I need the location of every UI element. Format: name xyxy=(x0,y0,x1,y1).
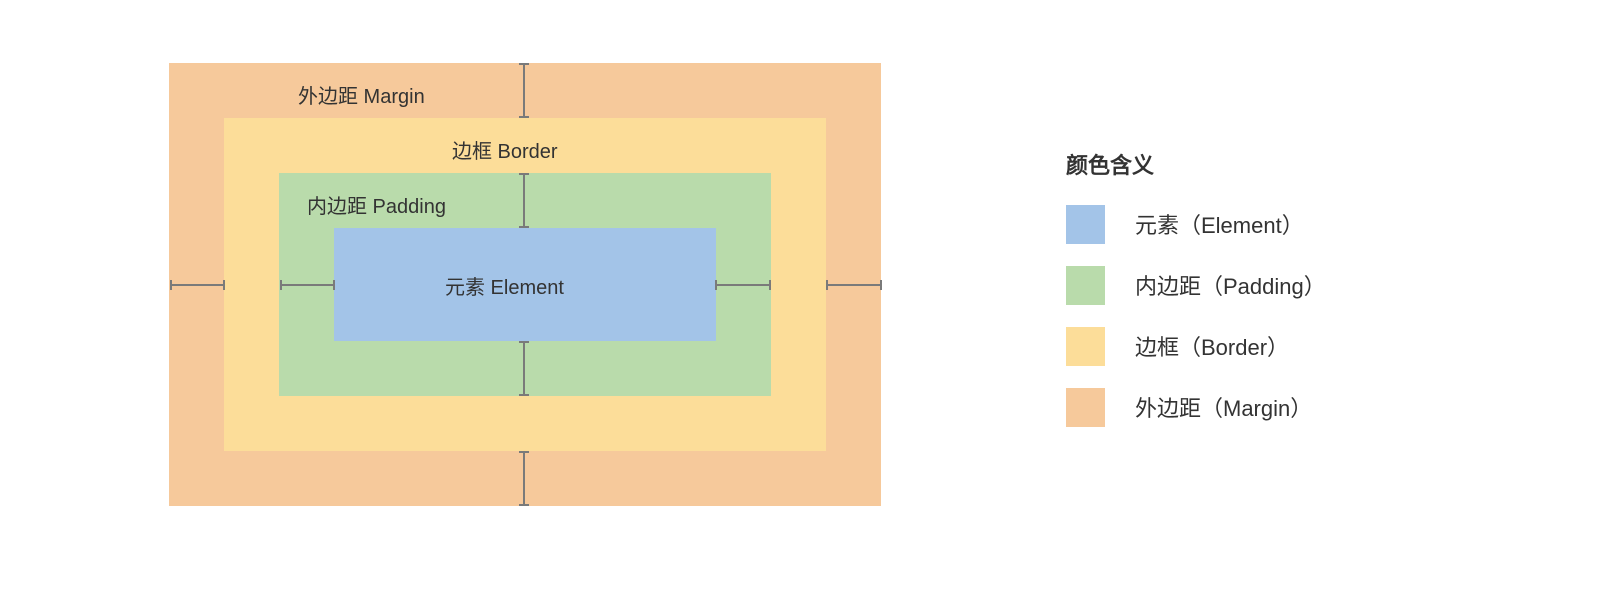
legend-item-margin: 外边距（Margin） xyxy=(1066,387,1312,427)
swatch-element xyxy=(1066,204,1105,244)
swatch-margin xyxy=(1066,387,1105,427)
padding-left-measure xyxy=(280,280,335,290)
swatch-border xyxy=(1066,326,1105,366)
padding-right-measure xyxy=(715,280,771,290)
margin-left-measure xyxy=(170,280,225,290)
padding-bottom-measure xyxy=(519,341,529,396)
legend-item-border: 边框（Border） xyxy=(1066,326,1289,366)
padding-label: 内边距 Padding xyxy=(307,196,446,218)
swatch-padding xyxy=(1066,265,1105,305)
legend-label: 边框（Border） xyxy=(1135,335,1290,360)
legend-label: 元素（Element） xyxy=(1135,213,1304,238)
legend-label: 内边距（Padding） xyxy=(1135,274,1326,299)
margin-bottom-measure xyxy=(519,451,529,506)
element-label: 元素 Element xyxy=(445,277,564,299)
legend-label: 外边距（Margin） xyxy=(1135,396,1313,421)
border-label: 边框 Border xyxy=(452,141,558,163)
margin-top-measure xyxy=(519,63,529,118)
legend-title: 颜色含义 xyxy=(1066,153,1155,178)
padding-top-measure xyxy=(519,173,529,228)
margin-right-measure xyxy=(826,280,882,290)
legend-item-padding: 内边距（Padding） xyxy=(1066,265,1326,305)
legend-item-element: 元素（Element） xyxy=(1066,204,1304,244)
element-box xyxy=(334,228,716,341)
margin-label: 外边距 Margin xyxy=(298,86,425,108)
